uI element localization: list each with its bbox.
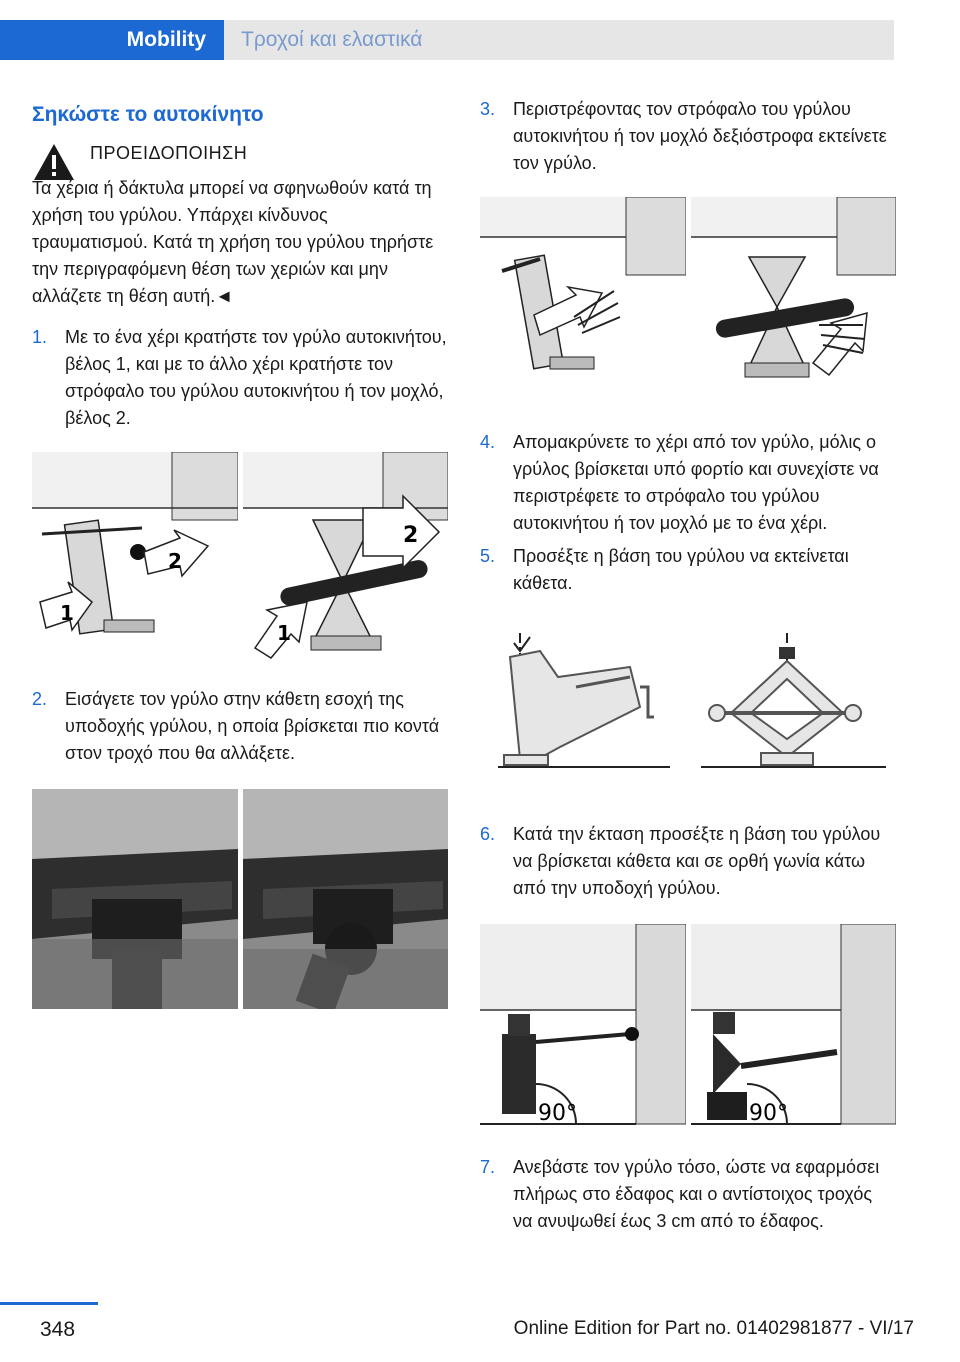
figure-panel bbox=[480, 627, 686, 797]
figure-panel bbox=[480, 197, 686, 393]
step-number: 6. bbox=[480, 824, 496, 844]
arrow-2-label: 2 bbox=[168, 549, 182, 573]
step-number: 5. bbox=[480, 546, 496, 566]
header-tabs: Mobility Τροχοί και ελαστικά bbox=[0, 0, 960, 62]
arrow-1-label: 1 bbox=[277, 621, 291, 645]
step-number: 4. bbox=[480, 432, 496, 452]
step-1: 1. Με το ένα χέρι κρατήστε τον γρύλο αυτ… bbox=[32, 324, 448, 432]
figure-panel: 90° bbox=[691, 924, 896, 1132]
step-text: Κατά την έκταση προσέξτε η βάση του γρύλ… bbox=[513, 824, 881, 898]
angle-label: 90° bbox=[749, 1101, 788, 1126]
step-5: 5. Προσέξτε η βάση του γρύλου να εκτείνε… bbox=[480, 543, 896, 597]
edition-info: Online Edition for Part no. 01402981877 … bbox=[513, 1318, 914, 1339]
jack-vertical-illustration-left bbox=[498, 633, 670, 768]
figure-panel: 90° bbox=[480, 924, 686, 1132]
jack-vertical-illustration-right bbox=[701, 633, 886, 768]
left-column: Σηκώστε το αυτοκίνητο ΠΡΟΕΙΔΟΠΟΙΗΣΗ Τα χ… bbox=[32, 96, 448, 1009]
step-text: Περιστρέφοντας τον στρόφαλο του γρύ­λου … bbox=[513, 99, 887, 173]
figure-jack-hold: 1 2 2 1 bbox=[32, 452, 448, 662]
page-number: 348 bbox=[40, 1318, 76, 1341]
right-column: 3. Περιστρέφοντας τον στρόφαλο του γρύ­λ… bbox=[480, 96, 896, 1235]
step-3: 3. Περιστρέφοντας τον στρόφαλο του γρύ­λ… bbox=[480, 96, 896, 177]
jack-right-angle-illustration-right: 90° bbox=[691, 924, 896, 1126]
step-number: 2. bbox=[32, 689, 48, 709]
figure-panel bbox=[691, 197, 896, 393]
warning-triangle-icon bbox=[34, 144, 74, 180]
figure-panel bbox=[243, 789, 448, 1009]
angle-label: 90° bbox=[538, 1101, 577, 1126]
jack-crank-illustration-left bbox=[480, 197, 686, 370]
step-7: 7. Ανεβάστε τον γρύλο τόσο, ώστε να εφαρ… bbox=[480, 1154, 896, 1235]
step-6: 6. Κατά την έκταση προσέξτε η βάση του γ… bbox=[480, 821, 896, 902]
figure-panel: 2 1 bbox=[243, 452, 448, 662]
arrow-2-label: 2 bbox=[403, 523, 418, 548]
jack-crank-illustration-right bbox=[691, 197, 896, 378]
figure-panel bbox=[32, 789, 238, 1009]
section-title: Σηκώστε το αυτοκίνητο bbox=[32, 103, 264, 126]
step-text: Με το ένα χέρι κρατήστε τον γρύλο αυτο­κ… bbox=[65, 327, 447, 428]
jack-right-angle-illustration-left: 90° bbox=[480, 924, 686, 1126]
jack-hold-illustration-left: 1 2 bbox=[32, 452, 238, 635]
jack-insert-photo-right bbox=[243, 789, 448, 1009]
tab-wheels-tires[interactable]: Τροχοί και ελαστικά bbox=[224, 20, 894, 60]
warning-body: Τα χέρια ή δάκτυλα μπορεί να σφηνω­θούν … bbox=[32, 178, 434, 306]
step-text: Απομακρύνετε το χέρι από τον γρύλο, μό­λ… bbox=[513, 432, 879, 533]
step-number: 7. bbox=[480, 1157, 496, 1177]
warning-heading: ΠΡΟΕΙΔΟΠΟΙΗΣΗ bbox=[90, 143, 248, 163]
step-text: Προσέξτε η βάση του γρύλου να εκτείνεται… bbox=[513, 546, 849, 593]
tab-mobility[interactable]: Mobility bbox=[0, 20, 224, 60]
step-4: 4. Απομακρύνετε το χέρι από τον γρύλο, μ… bbox=[480, 429, 896, 537]
figure-jack-right-angle: 90° 90° bbox=[480, 924, 896, 1132]
figure-jack-crank bbox=[480, 197, 896, 393]
jack-hold-illustration-right: 2 1 bbox=[243, 452, 448, 659]
figure-panel bbox=[691, 627, 896, 797]
step-text: Εισάγετε τον γρύλο στην κάθετη εσοχή της… bbox=[65, 689, 440, 763]
step-2: 2. Εισάγετε τον γρύλο στην κάθετη εσοχή … bbox=[32, 686, 448, 767]
figure-jack-vertical bbox=[480, 627, 896, 797]
figure-jack-insert bbox=[32, 789, 448, 1009]
step-number: 3. bbox=[480, 99, 496, 119]
jack-insert-photo-left bbox=[32, 789, 238, 1009]
arrow-1-label: 1 bbox=[60, 601, 74, 625]
warning-block: ΠΡΟΕΙΔΟΠΟΙΗΣΗ Τα χέρια ή δάκτυλα μπορεί … bbox=[32, 140, 448, 310]
footer-rule bbox=[0, 1302, 98, 1305]
figure-panel: 1 2 bbox=[32, 452, 238, 662]
step-text: Ανεβάστε τον γρύλο τόσο, ώστε να εφαρ­μό… bbox=[513, 1157, 880, 1231]
step-number: 1. bbox=[32, 327, 48, 347]
